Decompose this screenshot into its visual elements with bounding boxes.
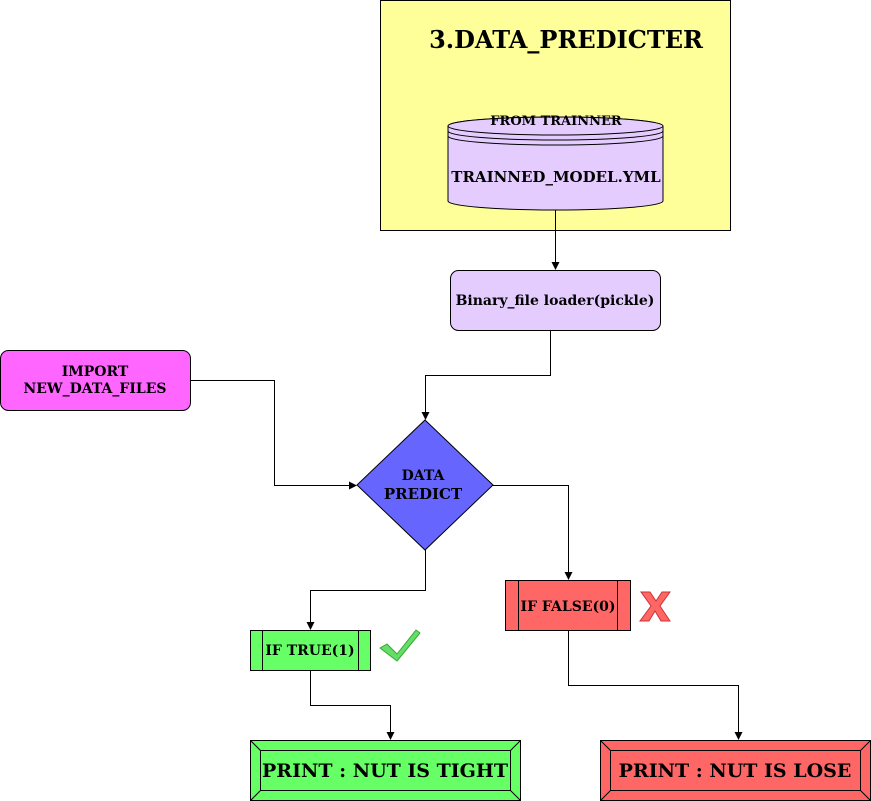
true-branch-label: IF TRUE(1) (265, 643, 354, 659)
edge-import-to-decision (191, 380, 357, 490)
model-database[interactable]: FROM TRAINNER TRAINNED_MODEL.YML (447, 114, 664, 211)
edge-false-to-output (568, 631, 743, 740)
import-label-line1: IMPORT (62, 364, 129, 380)
import-node[interactable]: IMPORT NEW_DATA_FILES (0, 350, 191, 411)
diagram-title: 3.DATA_PREDICTER (429, 25, 704, 54)
decision-label-line1: DATA (402, 468, 446, 484)
checkmark-icon (379, 629, 421, 662)
database-label: TRAINNED_MODEL.YML (451, 168, 661, 186)
cross-icon (639, 591, 671, 622)
false-branch-label: IF FALSE(0) (521, 599, 616, 615)
edge-loader-to-decision (421, 331, 551, 420)
database-top-label: FROM TRAINNER (490, 114, 622, 129)
decision-label-line2: PREDICT (384, 485, 463, 503)
false-branch-node[interactable]: IF FALSE(0) (505, 580, 631, 631)
output-true-node[interactable]: PRINT : NUT IS TIGHT (250, 740, 521, 801)
output-true-label: PRINT : NUT IS TIGHT (262, 760, 508, 782)
output-false-node[interactable]: PRINT : NUT IS LOSE (600, 740, 871, 801)
decision-node[interactable]: DATA PREDICT (356, 419, 494, 551)
true-branch-node[interactable]: IF TRUE(1) (250, 630, 371, 671)
output-false-label: PRINT : NUT IS LOSE (619, 760, 852, 782)
loader-node[interactable]: Binary_file loader(pickle) (450, 270, 661, 331)
loader-label: Binary_file loader(pickle) (456, 293, 655, 309)
edge-true-to-output (310, 671, 395, 740)
edge-decision-to-false (493, 485, 573, 580)
import-label-line2: NEW_DATA_FILES (23, 381, 166, 397)
edge-decision-to-true (306, 550, 426, 630)
